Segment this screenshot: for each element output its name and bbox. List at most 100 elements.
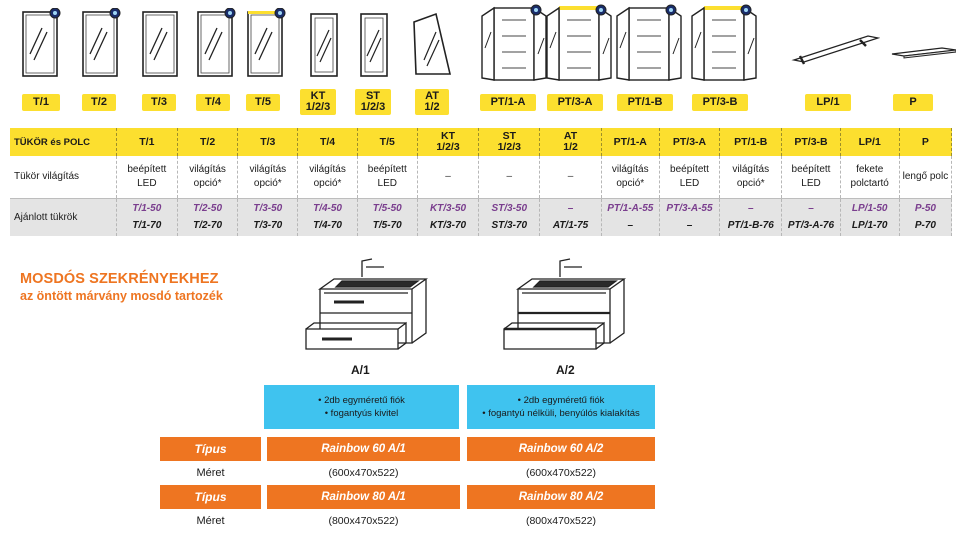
corner-header: TÜKÖR és POLC (10, 128, 117, 156)
recommended-mirror: T/5-50 (372, 203, 402, 215)
recommended-mirror: KT/3-70 (429, 220, 467, 232)
product-lp1-icon (790, 30, 880, 70)
lighting-cell-line: világítás (249, 163, 287, 175)
product-lp1-label: LP/1 (805, 94, 851, 111)
column-header-line: 1/2 (563, 141, 578, 153)
cabinet-a1-size-80: (800x470x522) (328, 515, 399, 527)
lighting-cell-line: opció* (736, 177, 765, 189)
cabinet-a1-features: • 2db egyméretű fiók • fogantyús kivitel (264, 385, 459, 429)
product-pt1b-label: PT/1-B (617, 94, 673, 111)
product-label-line: T/2 (91, 96, 107, 108)
column-header-line: PT/1-A (613, 135, 647, 148)
recommended-mirror: ST/3-70 (491, 220, 528, 232)
column-header: PT/1-B (719, 128, 783, 156)
product-pt3b-icon (690, 2, 760, 84)
lighting-cell-line: LED (377, 177, 397, 189)
lighting-cell-line: világítás (611, 163, 649, 175)
recommended-cell: PT/3-A-55– (659, 198, 721, 236)
lighting-cell: világítás opció* (719, 156, 783, 199)
recommended-cell: –AT/1-75 (539, 198, 602, 236)
cabinet-a2-type-60: Rainbow 60 A/2 (467, 437, 655, 461)
product-label-line: PT/3-B (702, 96, 738, 108)
lighting-cell-line: világítás (189, 163, 226, 175)
product-pt1a-label: PT/1-A (480, 94, 536, 111)
column-header: T/1 (116, 128, 178, 156)
recommended-mirror: – (808, 203, 814, 215)
recommended-mirror: AT/1-75 (552, 220, 589, 232)
recommended-mirror: ST/3-50 (491, 203, 528, 215)
lighting-cell-line: opció* (253, 177, 282, 189)
lighting-cell-line: fekete (856, 163, 884, 175)
product-label-line: 1/2 (424, 101, 440, 113)
recommended-mirror: T/3-50 (253, 203, 283, 215)
feature-line: • fogantyús kivitel (324, 408, 399, 419)
recommended-mirror: T/2-70 (193, 220, 223, 232)
lighting-cell: – (539, 156, 602, 199)
lighting-cell-line: világítás (732, 163, 770, 175)
lighting-cell-line: polctartó (850, 177, 889, 189)
tipus-label: Típus (160, 437, 261, 461)
recommended-mirror: PT/3-A-55 (666, 203, 713, 215)
cabinet-a1-size-60: (600x470x522) (328, 467, 399, 479)
cabinet-a2-label: A/2 (556, 363, 575, 377)
lighting-cell-line: opció* (313, 177, 342, 189)
column-header-line: T/1 (139, 135, 155, 148)
lighting-cell-line: LED (679, 177, 700, 189)
recommended-mirror: LP/1-70 (851, 220, 888, 232)
lighting-cell: lengő polc (899, 156, 953, 199)
cabinet-a2-illustration (492, 255, 632, 360)
column-header: PT/3-A (659, 128, 721, 156)
product-pt1b-icon (615, 2, 685, 84)
product-label-line: 1/2/3 (360, 101, 386, 113)
recommended-mirror: T/2-50 (193, 203, 223, 215)
column-header-line: 1/2/3 (497, 141, 521, 153)
lighting-cell-line: opció* (193, 177, 222, 189)
lighting-cell-line: lengő polc (902, 170, 949, 182)
recommended-mirror: PT/3-A-76 (787, 220, 835, 232)
column-header-line: PT/3-B (794, 135, 828, 148)
column-header-line: AT (563, 130, 578, 142)
column-header-line: 1/2/3 (436, 141, 460, 153)
product-p-label: P (893, 94, 933, 111)
recommended-mirror: T/4-50 (313, 203, 342, 215)
product-t1-label: T/1 (22, 94, 60, 111)
product-label-line: P (909, 96, 917, 108)
recommended-mirror: T/3-70 (253, 220, 283, 232)
product-pt3a-icon (545, 2, 615, 84)
product-t2-label: T/2 (82, 94, 116, 111)
meret-label: Méret (196, 515, 225, 527)
column-header-line: LP/1 (858, 135, 881, 148)
section-title: MOSDÓS SZEKRÉNYEKHEZ (20, 271, 219, 287)
recommended-mirror: – (627, 220, 634, 232)
column-header-line: ST (502, 130, 516, 142)
recommended-row-label: Ajánlott tükrök (10, 198, 117, 236)
lighting-cell: – (478, 156, 541, 199)
product-t5-icon (245, 8, 289, 80)
recommended-mirror: LP/1-50 (851, 203, 888, 215)
column-header-line: PT/1-B (734, 135, 768, 148)
cabinet-a2-features: • 2db egyméretű fiók • fogantyú nélküli,… (467, 385, 655, 429)
recommended-mirror: T/4-70 (313, 220, 342, 232)
product-label-line: PT/1-A (490, 96, 526, 108)
product-pt3b-label: PT/3-B (692, 94, 748, 111)
lighting-cell-line: – (567, 170, 574, 182)
column-header-line: T/5 (379, 135, 395, 148)
recommended-mirror: T/5-70 (372, 220, 402, 232)
column-header: PT/1-A (601, 128, 660, 156)
feature-line: • 2db egyméretű fiók (517, 395, 605, 406)
product-label-line: LP/1 (816, 96, 840, 108)
lighting-cell-line: beépített (791, 163, 831, 175)
lighting-cell-line: beépített (367, 163, 407, 175)
recommended-mirror: T/1-50 (132, 203, 162, 215)
feature-line: • fogantyú nélküli, benyúlós kialakítás (482, 408, 640, 419)
product-label-line: KT (310, 90, 326, 102)
